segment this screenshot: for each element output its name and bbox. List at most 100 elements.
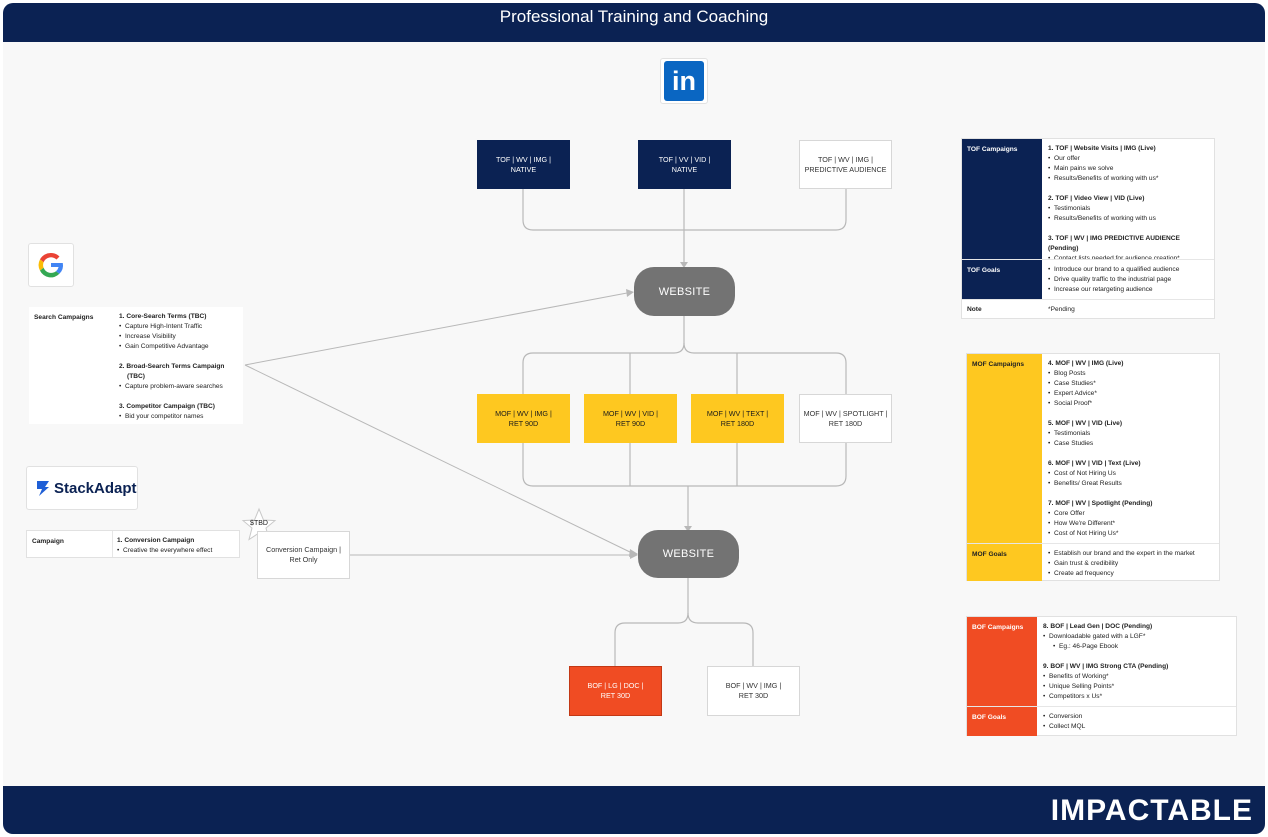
node-line: RET 180D — [828, 418, 863, 428]
bullet: Our offer — [1048, 154, 1208, 164]
stackadapt-campaign-list: 1. Conversion Campaign Creative the ever… — [113, 531, 239, 557]
bof-panel: BOF Campaigns 8. BOF | Lead Gen | DOC (P… — [966, 616, 1237, 736]
bullet: Establish our brand and the expert in th… — [1048, 549, 1213, 559]
star-badge-text: $TBD — [250, 520, 268, 527]
mof-node-2[interactable]: MOF | WV | VID |RET 90D — [584, 394, 677, 443]
node-line: RET 90D — [508, 418, 539, 428]
node-line: RET 30D — [600, 691, 631, 700]
bullet: Blog Posts — [1048, 369, 1213, 379]
bullet: Core Offer — [1048, 509, 1213, 519]
bullet: Capture High-Intent Traffic — [119, 322, 239, 332]
bof-goals-label: BOF Goals — [967, 707, 1037, 736]
bullet: Downloadable gated with a LGF* — [1043, 632, 1230, 642]
campaign-heading: 8. BOF | Lead Gen | DOC (Pending) — [1043, 623, 1153, 630]
google-logo — [28, 243, 74, 287]
campaign-heading: 6. MOF | WV | VID | Text (Live) — [1048, 460, 1141, 467]
bof-campaigns-label: BOF Campaigns — [967, 617, 1037, 706]
website-node-2[interactable]: WEBSITE — [638, 530, 739, 578]
bullet: Results/Benefits of working with us* — [1048, 174, 1208, 184]
bullet: Introduce our brand to a qualified audie… — [1048, 265, 1208, 275]
tof-note-label: Note — [967, 306, 982, 313]
search-campaigns-list: 1. Core-Search Terms (TBC) Capture High-… — [115, 307, 243, 424]
mof-node-1[interactable]: MOF | WV | IMG |RET 90D — [477, 394, 570, 443]
mof-goals-list: Establish our brand and the expert in th… — [1042, 544, 1219, 581]
bullet: Capture problem-aware searches — [119, 382, 239, 392]
page-title: Professional Training and Coaching — [3, 3, 1265, 42]
tof-node-2[interactable]: TOF | VV | VID |NATIVE — [638, 140, 731, 189]
node-line: MOF | WV | TEXT | — [706, 408, 769, 418]
mof-panel: MOF Campaigns 4. MOF | WV | IMG (Live) B… — [966, 353, 1220, 581]
node-line: PREDICTIVE AUDIENCE — [804, 164, 887, 174]
stackadapt-logo: StackAdapt — [26, 466, 138, 510]
tof-node-3[interactable]: TOF | WV | IMG |PREDICTIVE AUDIENCE — [799, 140, 892, 189]
node-line: Conversion Campaign | — [266, 545, 341, 554]
campaign-heading: 3. TOF | WV | IMG PREDICTIVE AUDIENCE (P… — [1048, 235, 1180, 252]
node-line: TOF | WV | IMG | — [496, 154, 551, 164]
bullet: Unique Selling Points* — [1043, 682, 1230, 692]
website-label: WEBSITE — [662, 548, 715, 560]
campaign-heading: 1. Core-Search Terms (TBC) — [119, 313, 207, 320]
campaign-heading: 1. TOF | Website Visits | IMG (Live) — [1048, 145, 1156, 152]
bullet: Case Studies* — [1048, 379, 1213, 389]
node-line: MOF | WV | VID | — [602, 408, 659, 418]
tof-campaigns-list: 1. TOF | Website Visits | IMG (Live) Our… — [1042, 139, 1214, 264]
campaign-heading: 5. MOF | WV | VID (Live) — [1048, 420, 1123, 427]
campaign-heading: 4. MOF | WV | IMG (Live) — [1048, 360, 1124, 367]
search-campaigns-label: Search Campaigns — [34, 314, 94, 321]
stackadapt-campaign-panel: Campaign 1. Conversion Campaign Creative… — [26, 530, 240, 558]
node-line: TOF | WV | IMG | — [818, 154, 873, 164]
bullet: Increase our retargeting audience — [1048, 285, 1208, 295]
bullet: Conversion — [1043, 712, 1230, 722]
sub-bullet: Eg.: 46-Page Ebook — [1043, 642, 1230, 652]
tof-goals-list: Introduce our brand to a qualified audie… — [1042, 260, 1214, 299]
bullet: Social Proof* — [1048, 399, 1213, 409]
node-line: RET 90D — [615, 418, 646, 428]
mof-campaigns-label: MOF Campaigns — [967, 354, 1042, 543]
node-line: BOF | WV | IMG | — [725, 681, 782, 690]
page-title-text: Professional Training and Coaching — [499, 7, 769, 26]
node-line: NATIVE — [510, 164, 537, 174]
mof-node-4[interactable]: MOF | WV | SPOTLIGHT |RET 180D — [799, 394, 892, 443]
node-line: TOF | VV | VID | — [658, 154, 711, 164]
campaign-heading: 9. BOF | WV | IMG Strong CTA (Pending) — [1043, 663, 1169, 670]
bof-goals-row: BOF Goals Conversion Collect MQL — [967, 706, 1236, 736]
conversion-campaign-node[interactable]: Conversion Campaign |Ret Only — [257, 531, 350, 579]
campaign-heading: 2. TOF | Video View | VID (Live) — [1048, 195, 1145, 202]
bullet: Benefits of Working* — [1043, 672, 1230, 682]
tof-node-1[interactable]: TOF | WV | IMG |NATIVE — [477, 140, 570, 189]
mof-goals-row: MOF Goals Establish our brand and the ex… — [967, 543, 1219, 581]
bullet: Benefits/ Great Results — [1048, 479, 1213, 489]
bullet: Increase Visibility — [119, 332, 239, 342]
bof-goals-list: Conversion Collect MQL — [1037, 707, 1236, 736]
search-campaigns-panel: Search Campaigns 1. Core-Search Terms (T… — [29, 307, 243, 424]
footer-bar: IMPACTABLE — [3, 786, 1265, 834]
tof-panel: TOF Campaigns 1. TOF | Website Visits | … — [961, 138, 1215, 319]
mof-campaigns-row: MOF Campaigns 4. MOF | WV | IMG (Live) B… — [967, 354, 1219, 543]
website-label: WEBSITE — [658, 285, 711, 298]
mof-node-3[interactable]: MOF | WV | TEXT |RET 180D — [691, 394, 784, 443]
bullet: Gain Competitive Advantage — [119, 342, 239, 352]
bullet: Cost of Not Hiring Us* — [1048, 529, 1213, 539]
node-line: NATIVE — [671, 164, 698, 174]
bullet: Testimonials — [1048, 204, 1208, 214]
bullet: Collect MQL — [1043, 722, 1230, 732]
stackadapt-wordmark: StackAdapt — [54, 479, 137, 497]
stackadapt-icon — [37, 481, 49, 496]
tof-goals-label: TOF Goals — [962, 260, 1042, 299]
linkedin-logo: in — [660, 58, 708, 104]
node-line: MOF | WV | SPOTLIGHT | — [803, 408, 888, 418]
bof-node-2[interactable]: BOF | WV | IMG |RET 30D — [707, 666, 800, 716]
campaign-heading: 2. Broad-Search Terms Campaign — [119, 363, 225, 370]
mof-campaigns-list: 4. MOF | WV | IMG (Live) Blog Posts Case… — [1042, 354, 1219, 543]
campaign-heading: 3. Competitor Campaign (TBC) — [119, 403, 215, 410]
tof-note-text: *Pending — [1048, 306, 1075, 313]
bullet: Creative the everywhere effect — [117, 546, 235, 556]
bullet: Drive quality traffic to the industrial … — [1048, 275, 1208, 285]
stackadapt-campaign-label: Campaign — [27, 531, 113, 557]
impactable-logo: IMPACTABLE — [1050, 794, 1253, 827]
bullet: How We're Different* — [1048, 519, 1213, 529]
campaign-heading: 1. Conversion Campaign — [117, 537, 195, 544]
bullet: Gain trust & credibility — [1048, 559, 1213, 569]
website-node-1[interactable]: WEBSITE — [634, 267, 735, 316]
bof-node-1[interactable]: BOF | LG | DOC |RET 30D — [569, 666, 662, 716]
